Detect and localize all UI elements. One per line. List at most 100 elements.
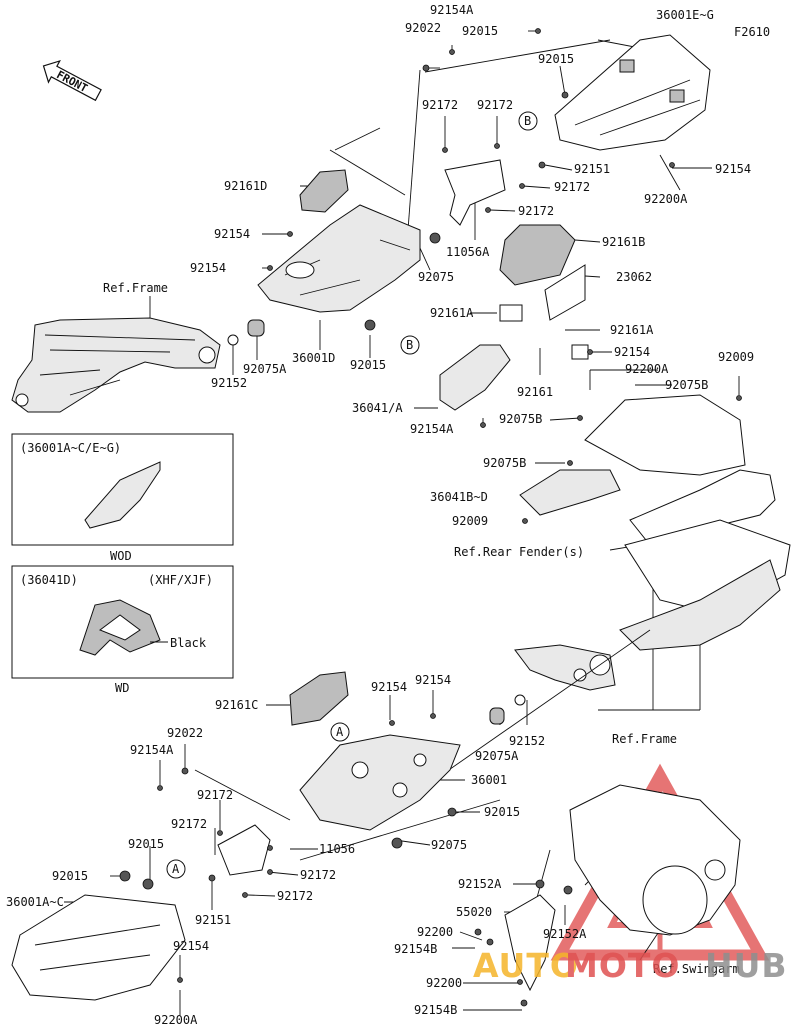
callout-b-mid: B [400, 335, 420, 355]
part-label: 23062 [616, 270, 652, 284]
tail-lamp-92161C [289, 671, 349, 726]
part-label: 92161C [215, 698, 258, 712]
part-label: 36001A~C [6, 895, 64, 909]
cover-92161B [499, 224, 576, 286]
inset-wd-variant: (XHF/XJF) [148, 573, 213, 587]
part-label: 92075 [418, 270, 454, 284]
part-label: 36041B~D [430, 490, 488, 504]
ref-label: Ref.Rear Fender(s) [454, 545, 584, 559]
inset-wd-title: (36041D) [20, 573, 78, 587]
watermark-text-b: MOTO [565, 946, 680, 985]
chain-cover-55020 [504, 894, 556, 992]
part-label: 36001D [292, 351, 335, 365]
callout-a-low: A [166, 859, 186, 879]
figure-code: F2610 [734, 25, 770, 39]
ref-label: Ref.Swingarm [653, 962, 740, 976]
part-label: 92075B [665, 378, 708, 392]
callout-b-top: B [518, 111, 538, 131]
part-label: 92075A [475, 749, 519, 763]
inset-wod-caption: WOD [110, 549, 132, 563]
part-label: 92200A [644, 192, 688, 206]
inset-wod-title: (36001A~C/E~G) [20, 441, 121, 455]
part-label: 92200 [426, 976, 462, 990]
part-label: 92154 [173, 939, 209, 953]
bracket-11056 [217, 824, 271, 876]
part-label: 92161B [602, 235, 645, 249]
part-label: 11056A [446, 245, 490, 259]
part-label: 92015 [52, 869, 88, 883]
frame-lower-part [419, 629, 651, 791]
part-label: 92161A [610, 323, 654, 337]
part-label: 92154A [130, 743, 174, 757]
part-labels: 92154A 92022 92015 36001E~G 92015 92172 … [6, 3, 754, 1027]
part-label: 92075 [431, 838, 467, 852]
callout-a-mid: A [330, 722, 350, 742]
frame-left-part [11, 317, 221, 413]
watermark-text-a: AUTO [473, 946, 579, 985]
part-label: 92172 [300, 868, 336, 882]
part-label: 92022 [405, 21, 441, 35]
part-label: 36001E~G [656, 8, 714, 22]
part-label: 92015 [350, 358, 386, 372]
part-label: 92152 [211, 376, 247, 390]
inset-wd: (36041D) (XHF/XJF) Black WD [11, 565, 234, 695]
part-label: 92172 [422, 98, 458, 112]
part-label: 92154B [414, 1003, 457, 1017]
part-label: 92172 [171, 817, 207, 831]
part-label: 36001 [471, 773, 507, 787]
rear-fender-assembly [519, 394, 791, 651]
part-label: 36041/A [352, 401, 403, 415]
side-cover-36001 [299, 734, 461, 831]
front-arrow-icon: FRONT [42, 59, 102, 102]
callout-b-label: B [524, 114, 531, 128]
part-label: 92172 [277, 889, 313, 903]
callout-b-label: B [406, 338, 413, 352]
part-label: 55020 [456, 905, 492, 919]
part-label: 92151 [195, 913, 231, 927]
side-cover-36001D [257, 204, 421, 313]
swingarm-part [569, 784, 741, 936]
part-label: 92022 [167, 726, 203, 740]
bushings-lower [489, 694, 526, 725]
part-label: 92075A [243, 362, 287, 376]
part-label: 92172 [197, 788, 233, 802]
part-label: 92154B [394, 942, 437, 956]
part-label: 92151 [574, 162, 610, 176]
part-label: 92161D [224, 179, 267, 193]
inset-wd-color-note: Black [170, 636, 207, 650]
watermark-text-c: HUB [705, 946, 788, 985]
part-label: 92200A [154, 1013, 198, 1027]
cover-36001AC [11, 894, 186, 1001]
part-label: 92172 [554, 180, 590, 194]
part-label: 92075B [483, 456, 526, 470]
callout-a-label: A [336, 725, 344, 739]
front-label: FRONT [54, 68, 90, 95]
part-label: 92172 [477, 98, 513, 112]
inset-wod: (36001A~C/E~G) WOD [11, 433, 234, 563]
part-label: 92154 [614, 345, 650, 359]
part-label: 92154A [430, 3, 474, 17]
part-label: 92200 [417, 925, 453, 939]
part-label: 92154A [410, 422, 454, 436]
bushing-92075A-top [227, 319, 265, 346]
inset-wd-caption: WD [115, 681, 129, 695]
tail-lamp-92161D [299, 169, 349, 213]
part-label: 92015 [484, 805, 520, 819]
reflector-23062 [499, 264, 589, 360]
part-label: 92154 [190, 261, 226, 275]
part-label: 92152 [509, 734, 545, 748]
cover-36041A [439, 344, 511, 411]
part-label: 92154 [415, 673, 451, 687]
part-label: 92161A [430, 306, 474, 320]
callout-a-label: A [172, 862, 180, 876]
part-label: 92075B [499, 412, 542, 426]
watermark-text: AUTO MOTO HUB [473, 946, 788, 985]
part-label: 92009 [452, 514, 488, 528]
part-label: 92200A [625, 362, 669, 376]
ref-label: Ref.Frame [612, 732, 677, 746]
part-label: 11056 [319, 842, 355, 856]
part-label: 92015 [128, 837, 164, 851]
bolts [119, 28, 742, 1007]
